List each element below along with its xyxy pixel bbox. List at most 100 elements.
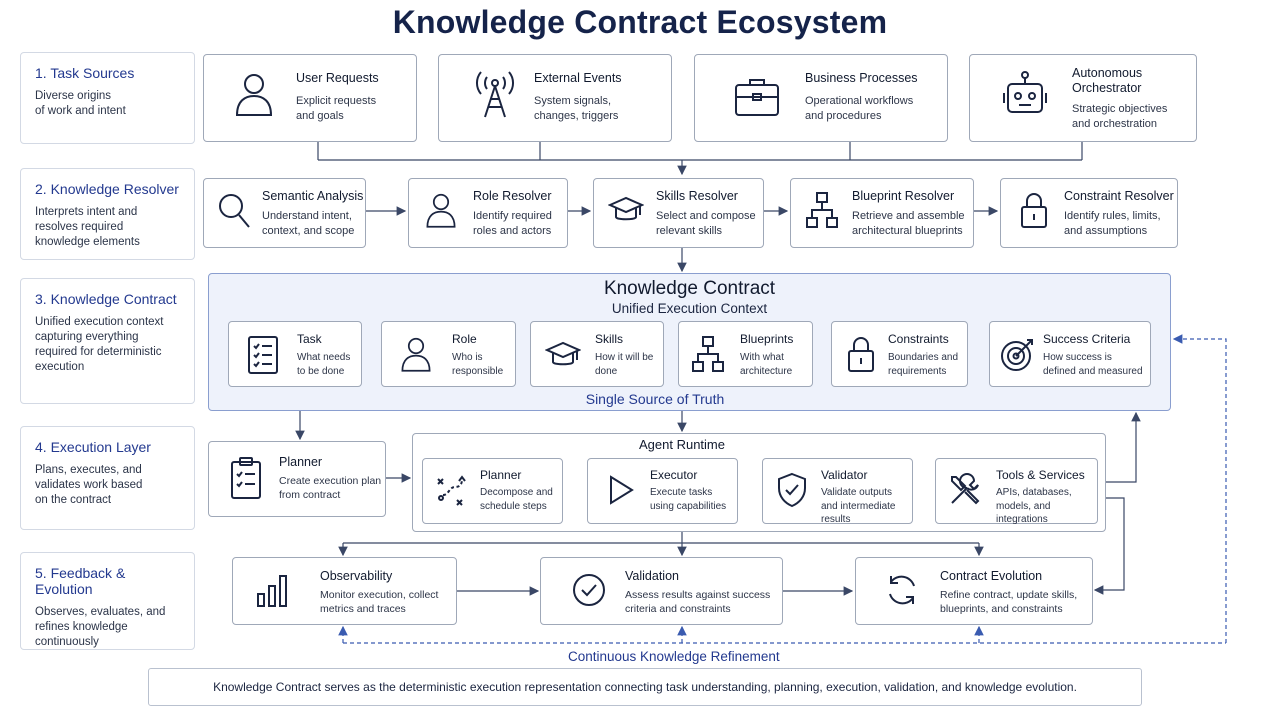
node-name: Validation: [625, 569, 679, 583]
node-name: Tools & Services: [996, 468, 1085, 482]
node-desc: Who is responsible: [452, 352, 504, 377]
user-icon: [400, 335, 432, 373]
node-name: Observability: [320, 569, 393, 583]
stage-desc: Plans, executes, and validates work base…: [35, 464, 143, 506]
execution-planner: Planner Create execution plan from contr…: [208, 441, 386, 517]
stage-panel-task-sources: 1. Task Sources Diverse origins of work …: [20, 52, 195, 144]
source-autonomous-orchestrator: Autonomous Orchestrator Strategic object…: [969, 54, 1197, 142]
user-icon: [234, 71, 274, 117]
node-desc: Monitor execution, collect metrics and t…: [320, 589, 439, 615]
node-desc: Create execution plan from contract: [279, 475, 382, 501]
stage-title: 1. Task Sources: [35, 65, 135, 81]
feedback-contract-evolution: Contract Evolution Refine contract, upda…: [855, 557, 1093, 625]
stage-title: 2. Knowledge Resolver: [35, 181, 179, 197]
node-name: Planner: [279, 455, 323, 469]
path-icon: [435, 473, 467, 507]
node-name: Role Resolver: [473, 189, 552, 203]
node-name: Task: [297, 332, 322, 346]
feedback-validation: Validation Assess results against succes…: [540, 557, 783, 625]
node-desc: With what architecture: [740, 352, 793, 377]
check-circle-icon: [571, 572, 607, 608]
contract-title: Knowledge Contract: [603, 278, 776, 299]
contract-item-blueprints: Blueprints With what architecture: [678, 321, 813, 387]
node-desc: Decompose and schedule steps: [480, 487, 553, 512]
stage-panel-feedback-evolution: 5. Feedback & Evolution Observes, evalua…: [20, 552, 195, 650]
node-name: Skills Resolver: [656, 189, 738, 203]
hierarchy-icon: [691, 335, 725, 373]
node-desc: Explicit requests and goals: [296, 95, 377, 122]
node-desc: Understand intent, context, and scope: [262, 210, 355, 237]
resolver-role: Role Resolver Identify required roles an…: [408, 178, 568, 248]
node-desc: Refine contract, update skills, blueprin…: [940, 589, 1078, 615]
node-desc: What needs to be done: [297, 352, 351, 377]
node-name: Constraints: [888, 332, 949, 346]
source-business-processes: Business Processes Operational workflows…: [694, 54, 948, 142]
clipboard-icon: [229, 456, 263, 500]
contract-item-role: Role Who is responsible: [381, 321, 516, 387]
graduation-cap-icon: [545, 340, 581, 370]
antenna-icon: [473, 69, 517, 121]
node-desc: Select and compose relevant skills: [656, 210, 756, 237]
node-name: Executor: [650, 468, 698, 482]
stage-title: 5. Feedback & Evolution: [35, 565, 126, 597]
user-icon: [425, 191, 457, 229]
feedback-observability: Observability Monitor execution, collect…: [232, 557, 457, 625]
target-icon: [1000, 337, 1036, 373]
contract-item-task: Task What needs to be done: [228, 321, 362, 387]
stage-title: 3. Knowledge Contract: [35, 291, 177, 307]
node-desc: Strategic objectives and orchestration: [1072, 103, 1168, 130]
stage-panel-knowledge-resolver: 2. Knowledge Resolver Interprets intent …: [20, 168, 195, 260]
bar-chart-icon: [255, 572, 289, 608]
stage-desc: Unified execution context capturing ever…: [35, 316, 164, 373]
node-desc: Execute tasks using capabilities: [650, 487, 727, 512]
checklist-icon: [247, 335, 279, 375]
node-name: Blueprints: [740, 332, 794, 346]
node-desc: System signals, changes, triggers: [534, 95, 619, 122]
node-name: Business Processes: [805, 71, 918, 85]
runtime-tools-services: Tools & Services APIs, databases, models…: [935, 458, 1098, 525]
node-name: Skills: [595, 332, 624, 346]
runtime-validator: Validator Validate outputs and intermedi…: [762, 458, 913, 525]
stage-panel-knowledge-contract: 3. Knowledge Contract Unified execution …: [20, 278, 195, 404]
magnifier-icon: [216, 191, 252, 231]
stage-desc: Observes, evaluates, and refines knowled…: [35, 606, 166, 648]
node-desc: Validate outputs and intermediate result…: [821, 487, 896, 525]
node-name: Blueprint Resolver: [852, 189, 955, 203]
node-desc: Identify required roles and actors: [473, 210, 552, 237]
lock-icon: [846, 335, 876, 373]
node-name: Constraint Resolver: [1064, 189, 1174, 203]
resolver-semantic-analysis: Semantic Analysis Understand intent, con…: [203, 178, 366, 248]
runtime-planner: Planner Decompose and schedule steps: [422, 458, 563, 524]
contract-footer: Single Source of Truth: [585, 391, 725, 407]
lock-icon: [1019, 191, 1049, 229]
robot-icon: [1000, 69, 1050, 119]
shield-check-icon: [777, 472, 807, 508]
contract-item-constraints: Constraints Boundaries and requirements: [831, 321, 968, 387]
node-name: Planner: [480, 468, 522, 482]
node-name: Validator: [821, 468, 868, 482]
stage-title: 4. Execution Layer: [35, 439, 151, 455]
node-desc: Boundaries and requirements: [888, 352, 959, 377]
node-desc: Retrieve and assemble architectural blue…: [852, 210, 965, 237]
contract-item-success-criteria: Success Criteria How success is defined …: [989, 321, 1151, 387]
node-name: Role: [452, 332, 477, 346]
stage-desc: Diverse origins of work and intent: [35, 90, 126, 117]
agent-runtime-title: Agent Runtime: [639, 437, 725, 452]
resolver-blueprint: Blueprint Resolver Retrieve and assemble…: [790, 178, 974, 248]
node-name: External Events: [534, 71, 622, 85]
graduation-cap-icon: [608, 195, 644, 225]
hierarchy-icon: [805, 191, 839, 229]
contract-item-skills: Skills How it will be done: [530, 321, 664, 387]
node-desc: Operational workflows and procedures: [805, 95, 914, 122]
node-desc: Assess results against success criteria …: [625, 589, 771, 615]
node-desc: Identify rules, limits, and assumptions: [1064, 210, 1161, 237]
node-name: Semantic Analysis: [262, 189, 364, 203]
briefcase-icon: [733, 75, 781, 119]
resolver-skills: Skills Resolver Select and compose relev…: [593, 178, 764, 248]
runtime-executor: Executor Execute tasks using capabilitie…: [587, 458, 738, 524]
node-name: Contract Evolution: [940, 569, 1043, 583]
page-title: Knowledge Contract Ecosystem: [392, 4, 888, 40]
node-name: Autonomous Orchestrator: [1072, 66, 1143, 95]
node-name: User Requests: [296, 71, 379, 85]
source-user-requests: User Requests Explicit requests and goal…: [203, 54, 417, 142]
